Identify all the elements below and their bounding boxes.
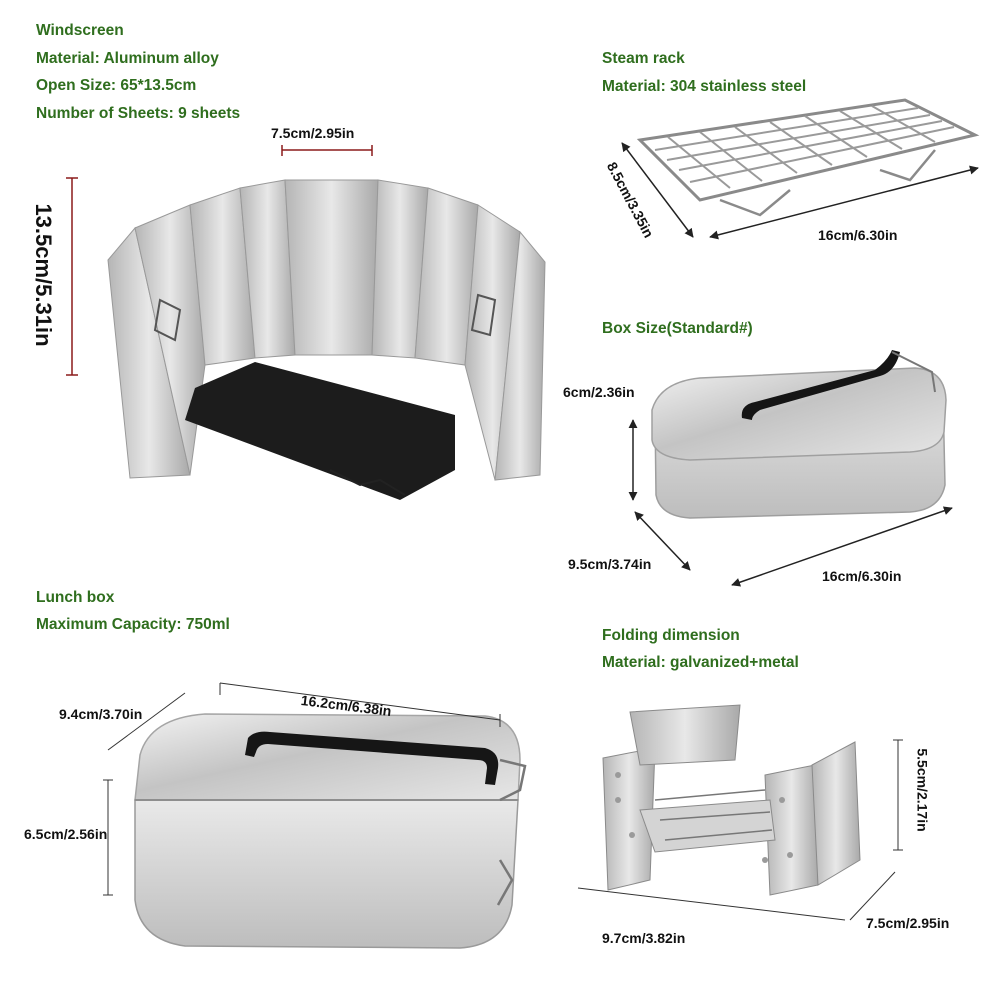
standard-box-image (628, 350, 953, 587)
folding-stove-image (577, 704, 903, 921)
lunch-box-image (103, 682, 527, 949)
lunch-box-title: Lunch box (36, 589, 115, 606)
steam-rack-length: 16cm/6.30in (818, 227, 898, 243)
storage-bag (185, 362, 455, 500)
box-size-height: 6cm/2.36in (563, 384, 635, 400)
box-size-title: Box Size(Standard#) (602, 320, 753, 337)
folding-length: 9.7cm/3.82in (602, 930, 686, 946)
folding-height: 5.5cm/2.17in (914, 748, 931, 832)
folding-material: Material: galvanized+metal (602, 654, 799, 671)
folding-width: 7.5cm/2.95in (866, 915, 950, 931)
windscreen-image (66, 145, 546, 500)
windscreen-height: 13.5cm/5.31in (31, 203, 56, 347)
windscreen-panel-width: 7.5cm/2.95in (271, 125, 355, 141)
steam-rack-material: Material: 304 stainless steel (602, 78, 807, 95)
steam-rack-image (621, 98, 980, 240)
steam-rack-title: Steam rack (602, 50, 685, 67)
windscreen-sheets: Number of Sheets: 9 sheets (36, 105, 241, 122)
lunch-box-capacity: Maximum Capacity: 750ml (36, 616, 230, 633)
windscreen-open-size: Open Size: 65*13.5cm (36, 77, 197, 94)
folding-title: Folding dimension (602, 627, 740, 644)
lunch-box-width: 9.4cm/3.70in (59, 706, 143, 722)
windscreen-title: Windscreen (36, 22, 124, 39)
lunch-box-height: 6.5cm/2.56in (24, 826, 108, 842)
box-size-length: 16cm/6.30in (822, 568, 902, 584)
windscreen-material: Material: Aluminum alloy (36, 50, 219, 67)
box-size-width: 9.5cm/3.74in (568, 556, 652, 572)
